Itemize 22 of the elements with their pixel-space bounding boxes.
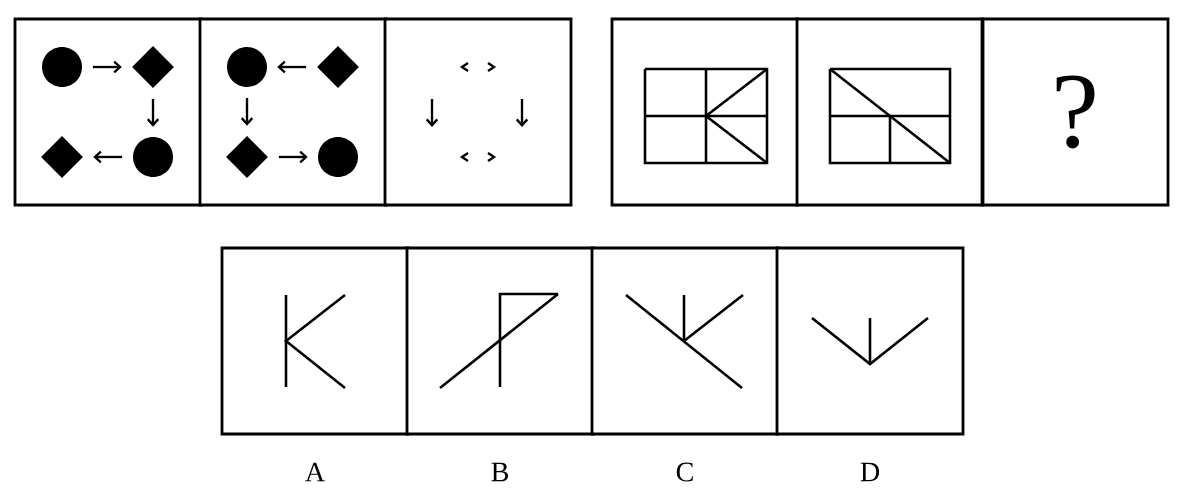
panel-box: [795, 17, 985, 207]
option-letter: D: [860, 462, 880, 482]
arrow: [92, 60, 122, 74]
circle: [42, 47, 82, 87]
panel-box: [383, 17, 573, 207]
question-box: ?: [980, 17, 1170, 207]
diamond: [317, 46, 359, 88]
arrow: [93, 150, 123, 164]
arrow: [240, 97, 254, 126]
panel-box: [775, 246, 965, 436]
option-letter: B: [491, 462, 508, 482]
option-letter: C: [676, 462, 693, 482]
diamond: [226, 136, 268, 178]
option-letter: A: [305, 462, 325, 482]
circle: [133, 137, 173, 177]
arrow: [277, 60, 307, 74]
diamond: [41, 136, 83, 178]
diamond: [132, 46, 174, 88]
arrow: [278, 150, 308, 164]
arrow: [146, 98, 160, 127]
circle: [318, 137, 358, 177]
circle: [227, 47, 267, 87]
